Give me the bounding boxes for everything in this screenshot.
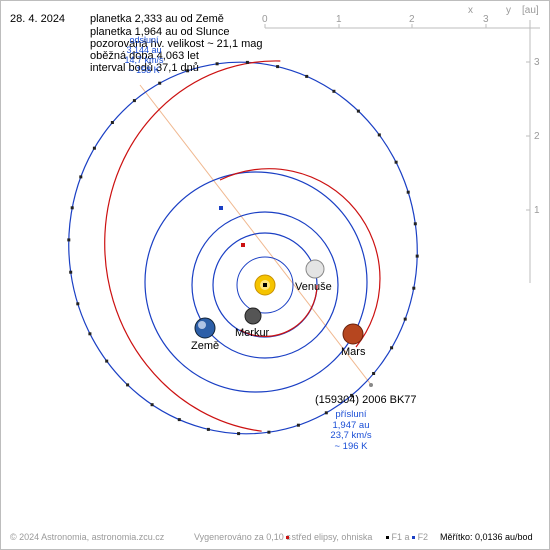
- y-tick-3: 3: [534, 57, 540, 68]
- asteroid-orbit-point: [267, 430, 271, 434]
- asteroid-orbit-point: [324, 411, 328, 415]
- asteroid-orbit-point: [406, 190, 410, 194]
- perihelion-speed: 23,7 km/s: [330, 430, 372, 441]
- asteroid-orbit-point: [70, 206, 74, 210]
- x-tick-1: 1: [336, 14, 342, 25]
- earth-label: Země: [191, 340, 220, 352]
- asteroid-orbit-point: [132, 99, 136, 103]
- aphelion-title: odsluní: [129, 35, 159, 45]
- perihelion-temperature: ~ 196 K: [334, 440, 368, 452]
- asteroid-orbit-point: [67, 238, 71, 242]
- earth-planet: [194, 317, 216, 339]
- asteroid-orbit-point: [296, 423, 300, 427]
- earth-orbit: [191, 211, 339, 359]
- perihelion-label: přísluní 1,947 au 23,7 km/s ~ 196 K: [322, 409, 380, 452]
- asteroid-orbit-point: [245, 60, 249, 64]
- asteroid-orbit-point: [126, 383, 130, 387]
- asteroid-position: [369, 383, 373, 387]
- generation-time: Vygenerováno za 0,10 s: [194, 532, 291, 542]
- mars-label: Mars: [341, 346, 366, 358]
- unit-label: [au]: [522, 5, 539, 16]
- mars-orbit-arc: [219, 168, 381, 348]
- x-axis-label: x: [468, 5, 473, 16]
- aphelion-distance: 3,144 au: [126, 45, 162, 55]
- asteroid-orbit-red: [104, 60, 281, 432]
- info-magnitude: pozorovaná hv. velikost ~ 21,1 mag: [90, 38, 263, 50]
- aphelion-temperature: ~ 158 K: [128, 65, 160, 75]
- info-earth-distance: planetka 2,333 au od Země: [90, 13, 224, 25]
- aphelion-label: odsluní 3,144 au 14,7 km/s ~ 158 K: [124, 35, 164, 75]
- perihelion-distance: 1,947 au: [332, 419, 370, 431]
- asteroid-orbit-point: [92, 146, 96, 150]
- aphelion-speed: 14,7 km/s: [124, 55, 164, 65]
- asteroid-orbit-point: [79, 175, 83, 179]
- asteroid-orbit-point: [69, 270, 73, 274]
- info-period: oběžná doba 4,063 let: [90, 50, 199, 62]
- asteroid-orbit-point: [276, 65, 280, 69]
- asteroid-orbit-point: [372, 372, 376, 375]
- y-axis-label: y: [506, 5, 511, 16]
- asteroid-orbit-point: [76, 302, 80, 306]
- asteroid-orbit-point: [206, 427, 210, 431]
- venus-label: Venuše: [295, 281, 332, 293]
- y-tick-2: 2: [534, 131, 540, 142]
- asteroid-orbit-point: [158, 81, 162, 85]
- scale-info: Měřítko: 0,0136 au/bod: [440, 532, 533, 542]
- mercury-planet: [244, 307, 262, 325]
- info-sun-distance: planetka 1,964 au od Slunce: [90, 26, 230, 38]
- date-label: 28. 4. 2024: [10, 13, 66, 25]
- asteroid-orbit-point: [332, 89, 336, 93]
- asteroid-orbit-point: [350, 393, 354, 397]
- focus-f2-marker: [219, 206, 223, 210]
- asteroid-orbit-point: [412, 286, 416, 290]
- venus-planet: [305, 259, 325, 279]
- asteroid-name: (159304) 2006 BK77: [315, 394, 417, 406]
- asteroid-orbit-point: [413, 222, 417, 226]
- x-tick-3: 3: [483, 14, 489, 25]
- legend-red-marker: [286, 536, 289, 540]
- asteroid-orbit-point: [177, 418, 181, 422]
- asteroid-orbit-point: [403, 317, 407, 321]
- x-tick-2: 2: [409, 14, 415, 25]
- copyright: © 2024 Astronomia, astronomia.zcu.cz: [10, 532, 165, 542]
- asteroid-orbit-point: [390, 346, 394, 350]
- legend-blue-marker: [412, 536, 416, 540]
- asteroid-orbit-point: [394, 160, 398, 164]
- mercury-label: Merkur: [235, 327, 270, 339]
- legend-black-marker: [386, 536, 389, 540]
- mars-planet: [342, 323, 364, 345]
- asteroid-orbit-point: [215, 62, 219, 66]
- asteroid-orbit-point: [186, 69, 190, 73]
- asteroid-orbit-point: [110, 121, 114, 124]
- asteroid-orbit-point: [105, 359, 109, 363]
- perihelion-title: přísluní: [335, 409, 367, 420]
- y-tick-1: 1: [534, 205, 540, 216]
- ellipse-center-marker: [241, 243, 245, 247]
- mercury-orbit: [236, 256, 294, 314]
- asteroid-orbit-point: [305, 74, 309, 78]
- info-interval: interval bodů 37,1 dnů: [90, 62, 199, 74]
- asteroid-orbit-point: [415, 254, 419, 258]
- mars-orbit: [144, 171, 368, 393]
- legend-foci: F1 a F2: [386, 532, 428, 542]
- asteroid-orbit-point: [356, 109, 360, 113]
- asteroid-orbit-point: [237, 432, 241, 436]
- asteroid-orbit-point: [150, 403, 154, 407]
- asteroid-orbit-point: [377, 133, 381, 137]
- apsis-line: [139, 84, 373, 387]
- x-tick-0: 0: [262, 14, 268, 25]
- legend-center: střed elipsy, ohniska: [286, 532, 372, 542]
- axes: [264, 20, 540, 283]
- venus-orbit-arc: [239, 284, 318, 337]
- asteroid-orbit-point: [88, 332, 92, 336]
- focus-f1-marker: [263, 283, 267, 287]
